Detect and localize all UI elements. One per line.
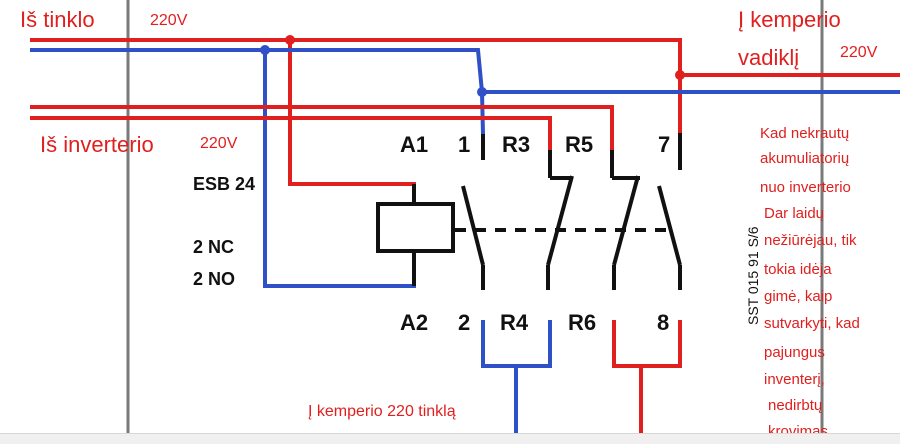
relay-part-number: SST 015 91 S/6: [745, 226, 761, 325]
terminal-label: 8: [657, 310, 669, 335]
terminal-label: R5: [565, 132, 593, 157]
from-inverter-voltage-label: 220V: [200, 135, 238, 152]
side-note: Kad nekrautų akumuliatorių nuo inverteri…: [760, 125, 860, 440]
note-line: Dar laidų: [764, 205, 824, 222]
coil-terminal-a1: A1: [400, 132, 428, 157]
relay-contacts: [461, 133, 682, 290]
terminal-label: R3: [502, 132, 530, 157]
relay-model-label: ESB 24: [193, 174, 255, 194]
horizontal-scrollbar[interactable]: [0, 433, 900, 444]
grid-neutral-wire: [30, 48, 900, 288]
terminal-label: R6: [568, 310, 596, 335]
to-camper-network-label: Į kemperio 220 tinklą: [308, 403, 456, 420]
relay-nc-label: 2 NC: [193, 237, 234, 257]
note-line: Kad nekrautų: [760, 125, 849, 142]
note-line: nuo inverterio: [760, 179, 851, 196]
note-line: akumuliatorių: [760, 150, 849, 167]
relay-no-label: 2 NO: [193, 269, 235, 289]
note-line: gimė, kaip: [764, 288, 832, 305]
terminal-label: 1: [458, 132, 470, 157]
junction-dot: [675, 70, 685, 80]
grid-phase-wire: [30, 38, 900, 133]
to-camper-voltage-label: 220V: [840, 44, 878, 61]
terminal-label: R4: [500, 310, 529, 335]
r6-8-bridge-wire: [612, 320, 682, 443]
terminal-label: 2: [458, 310, 470, 335]
junction-dot: [260, 45, 270, 55]
from-grid-voltage-label: 220V: [150, 12, 188, 29]
to-camper-charger-label: vadiklį: [738, 45, 799, 70]
junction-dot: [477, 87, 487, 97]
note-line: inventerį,: [764, 371, 825, 388]
note-line: tokia idėja: [764, 261, 832, 278]
note-line: sutvarkyti, kad: [764, 315, 860, 332]
note-line: pajungus: [764, 344, 825, 361]
terminal-label: 7: [658, 132, 670, 157]
relay-coil: [376, 184, 455, 286]
camper-output-wire: [481, 320, 552, 443]
note-line: nedirbtų: [768, 397, 822, 414]
coil-terminal-a2: A2: [400, 310, 428, 335]
to-camper-charger-label: Į kemperio: [738, 7, 841, 32]
junction-dot: [285, 35, 295, 45]
from-inverter-label: Iš inverterio: [40, 132, 154, 157]
note-line: nežiūrėjau, tik: [764, 232, 857, 249]
from-grid-label: Iš tinklo: [20, 7, 95, 32]
